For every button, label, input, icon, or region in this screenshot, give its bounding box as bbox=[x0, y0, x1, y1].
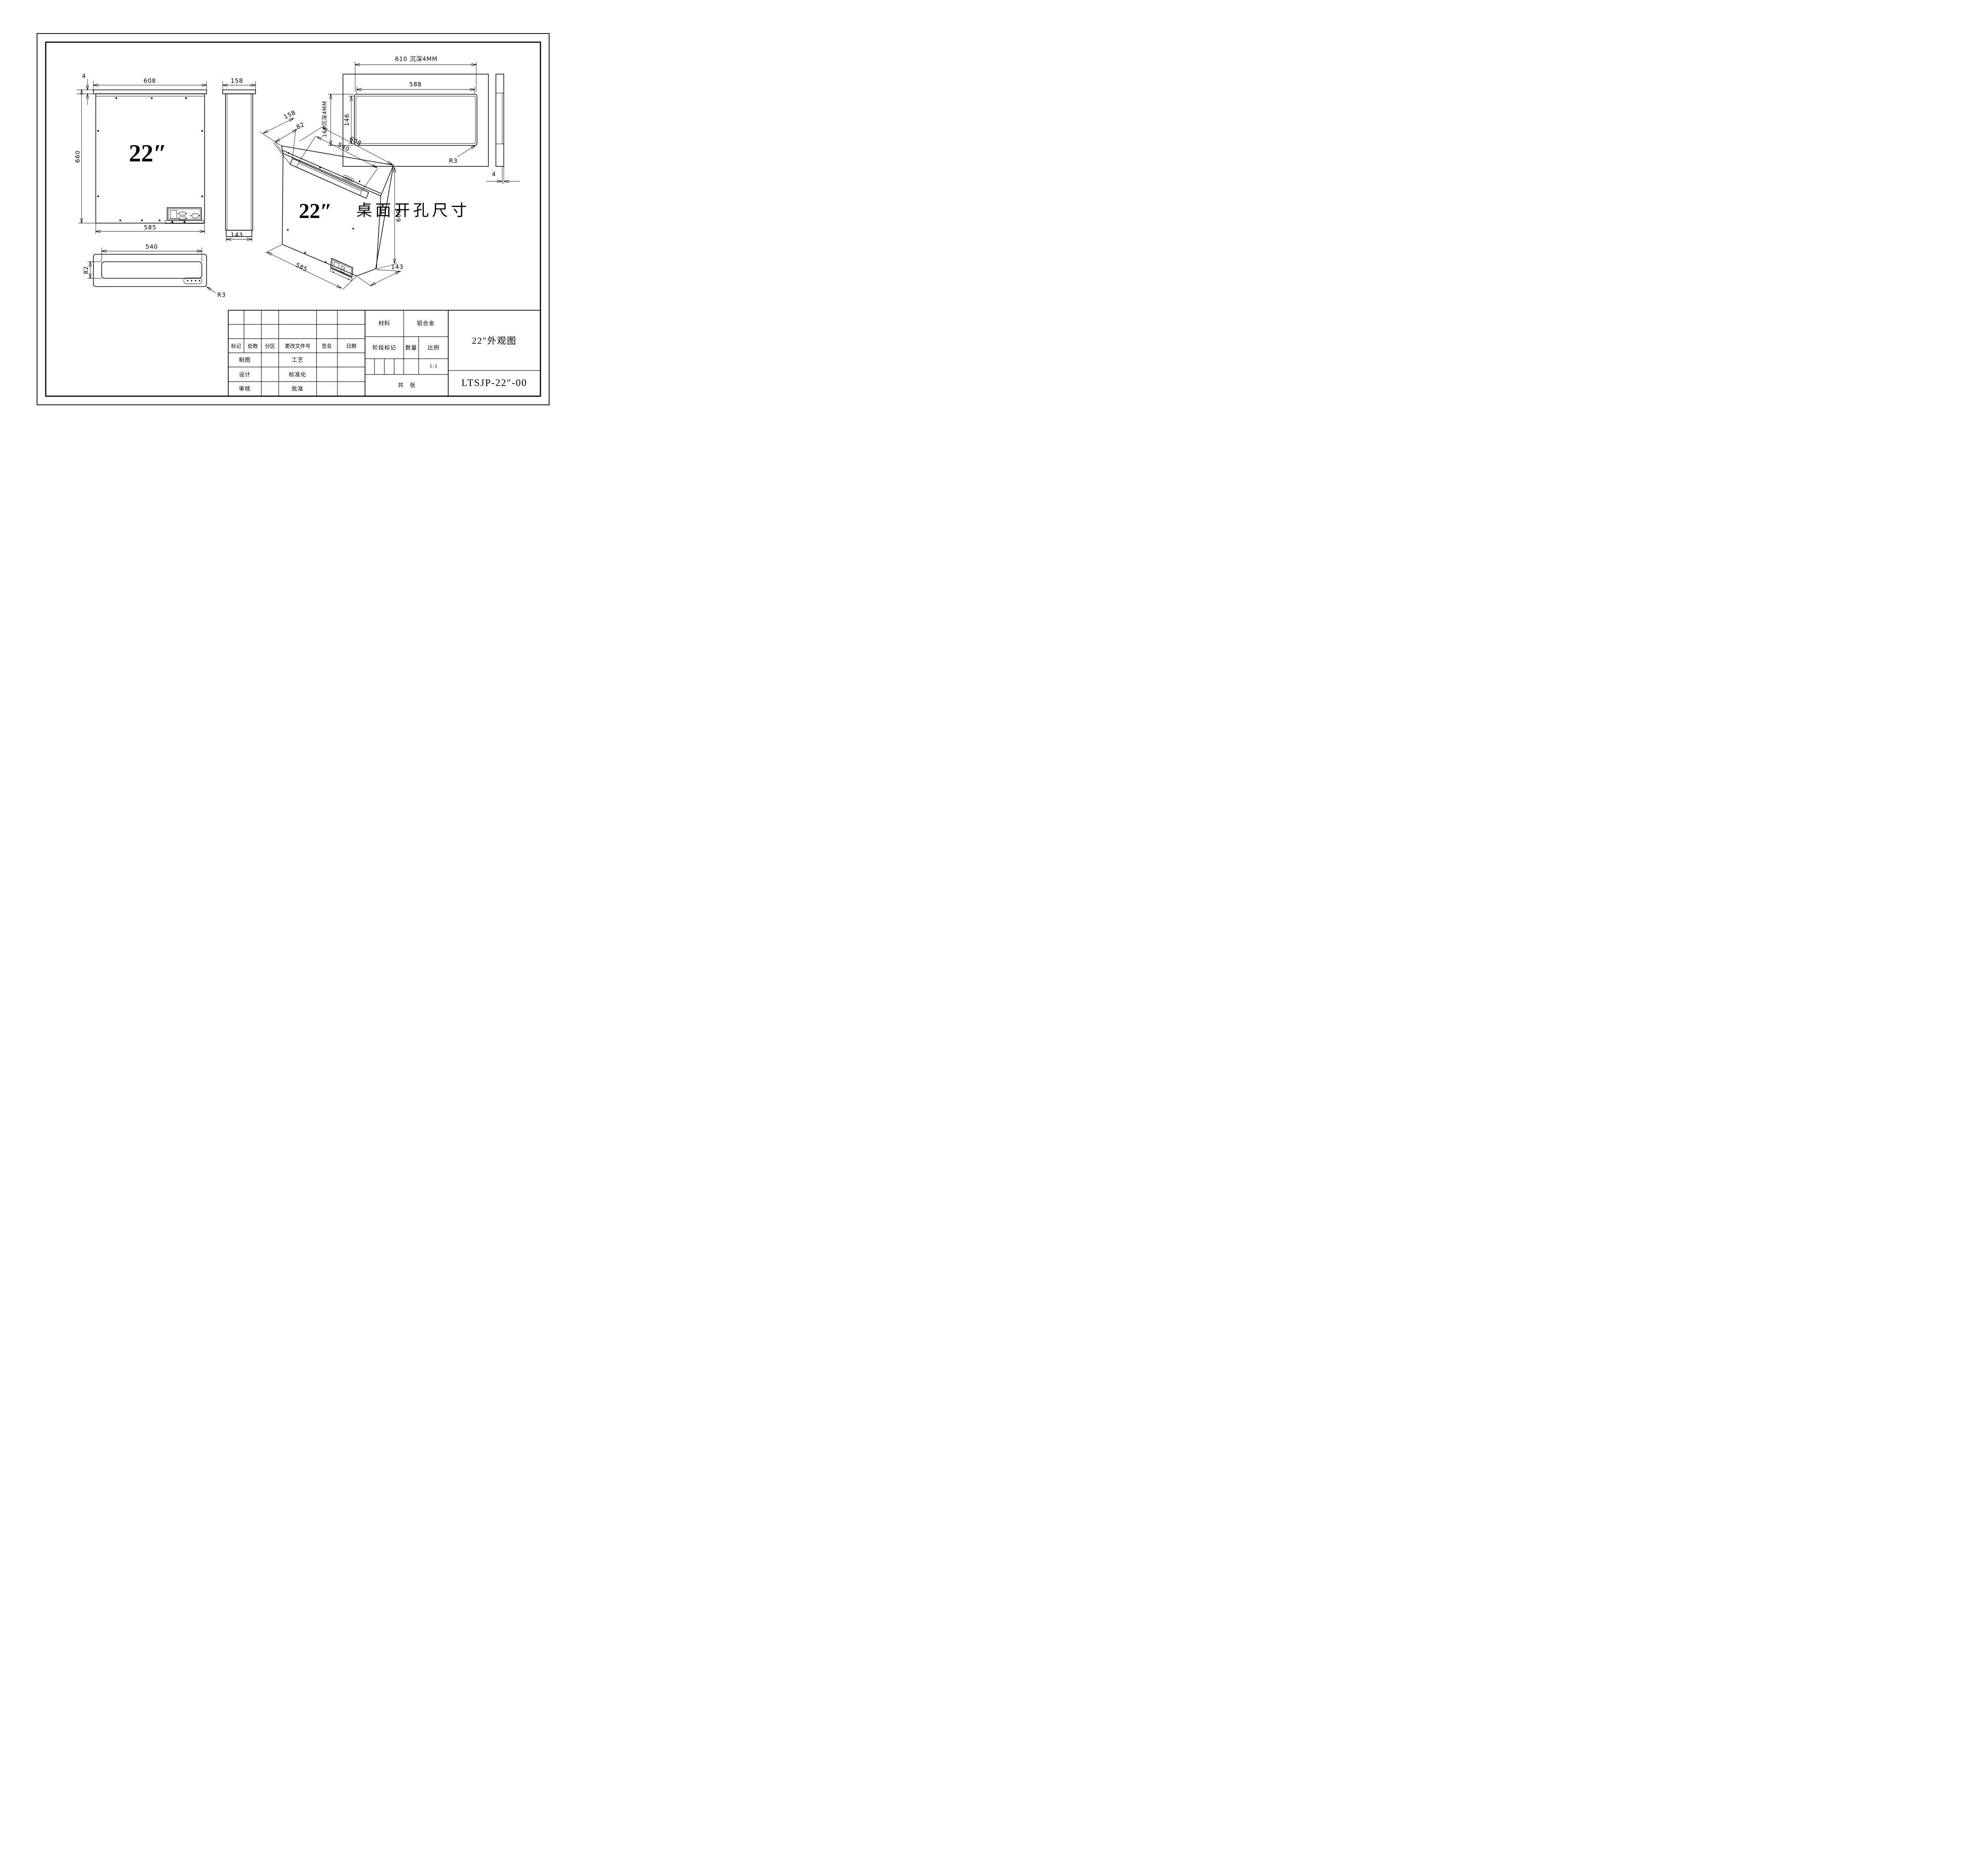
rev-header-mark: 标记 bbox=[231, 343, 242, 349]
role-process: 工艺 bbox=[292, 358, 304, 363]
material-label: 材料 bbox=[378, 321, 390, 327]
sheets-label: 共 张 bbox=[398, 383, 416, 389]
front-view bbox=[77, 79, 207, 234]
role-draw: 制图 bbox=[239, 358, 251, 363]
role-approve: 批准 bbox=[292, 386, 304, 392]
iso-size-label: 22″ bbox=[299, 199, 332, 223]
stage-label: 阶段标记 bbox=[373, 345, 396, 351]
side-view bbox=[223, 81, 255, 242]
cutout-dim-610: 610 沉深4MM bbox=[395, 55, 438, 63]
drawing-title: 22″外观图 bbox=[472, 336, 517, 346]
cutout-dim-4: 4 bbox=[492, 171, 496, 178]
front-size-label: 22″ bbox=[129, 140, 167, 167]
rev-header-zone: 分区 bbox=[265, 343, 276, 349]
topview-radius: R3 bbox=[217, 291, 226, 298]
role-design: 设计 bbox=[239, 372, 251, 378]
cutout-dim-146: 146 bbox=[343, 114, 350, 126]
iso-dim-143: 143 bbox=[391, 263, 404, 270]
scale-value: 1:1 bbox=[429, 363, 438, 369]
material-value: 铝合金 bbox=[417, 321, 435, 327]
side-dim-158: 158 bbox=[231, 77, 243, 84]
topview-dim-540: 540 bbox=[145, 243, 158, 250]
top-view bbox=[88, 248, 216, 293]
rev-header-docno: 更改文件号 bbox=[285, 343, 311, 349]
front-dim-4: 4 bbox=[82, 73, 86, 80]
drawing-number: LTSJP-22″-00 bbox=[461, 378, 527, 388]
front-dim-585: 585 bbox=[144, 224, 156, 231]
rev-header-sign: 签名 bbox=[321, 343, 332, 349]
front-dim-660: 660 bbox=[74, 150, 81, 163]
cutout-view bbox=[328, 62, 520, 184]
cutout-dim-160: 160沉深4MM bbox=[322, 101, 328, 138]
rev-header-date: 日期 bbox=[346, 343, 357, 349]
front-dim-608: 608 bbox=[143, 77, 156, 84]
scale-label: 比例 bbox=[428, 345, 440, 351]
iso-view bbox=[260, 118, 402, 290]
cutout-view-title: 桌面开孔尺寸 bbox=[356, 201, 470, 219]
drawing-linework bbox=[37, 33, 550, 405]
role-check: 审核 bbox=[239, 386, 251, 392]
topview-dim-82: 82 bbox=[82, 266, 89, 274]
qty-label: 数量 bbox=[405, 345, 417, 351]
rev-header-count: 处数 bbox=[247, 343, 258, 349]
drawing-sheet: 4 608 660 585 22″ 158 143 540 82 R3 158 … bbox=[0, 0, 609, 430]
title-block-grid bbox=[228, 310, 541, 397]
side-dim-143: 143 bbox=[231, 231, 243, 238]
cutout-dim-588: 588 bbox=[409, 81, 422, 88]
cutout-radius: R3 bbox=[449, 157, 458, 164]
role-standard: 标准化 bbox=[289, 372, 307, 378]
